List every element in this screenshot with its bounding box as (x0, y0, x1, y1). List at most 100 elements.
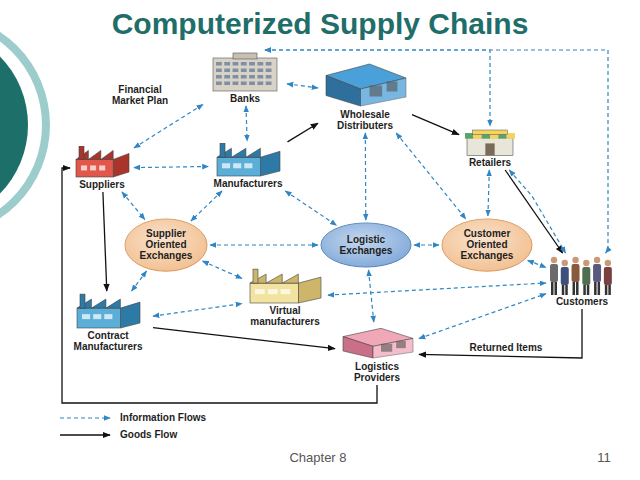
flow-label: Returned Items (469, 342, 544, 353)
icon-part (282, 274, 298, 283)
information-flow-arrow (488, 170, 489, 216)
icon-part (104, 314, 112, 319)
icon-part (241, 82, 247, 86)
ellipse-text: Logistic Exchanges (340, 234, 393, 256)
icon-part (582, 267, 590, 285)
information-flow-arrow (203, 261, 242, 278)
icon-part (241, 69, 247, 73)
icon-part (562, 260, 568, 266)
icon-part (562, 285, 565, 295)
icon-part (224, 82, 230, 86)
information-flow-arrow (246, 106, 247, 141)
icon-part (373, 338, 413, 358)
exchange-ellipse: Supplier Oriented Exchanges (124, 218, 208, 272)
ellipse-text: Customer Oriented Exchanges (461, 228, 514, 261)
node-label: Wholesale Distributers (328, 109, 402, 131)
node-label: Logistics Providers (342, 361, 412, 383)
icon-part (583, 260, 589, 266)
information-flow-arrow (414, 244, 439, 245)
supply-chain-node: Banks (205, 52, 285, 104)
icon-part (465, 133, 473, 139)
ellipse-shape (442, 219, 532, 271)
icon-part (224, 69, 230, 73)
icon-part (79, 146, 84, 159)
icon-part (249, 62, 255, 66)
legend-row: Goods Flow (58, 428, 278, 442)
information-flow-arrow (419, 294, 546, 339)
icon-part (551, 257, 557, 263)
icon-part (572, 257, 578, 263)
icon-part (605, 285, 608, 295)
icon-part (326, 76, 361, 107)
node-label: Customers (556, 296, 608, 307)
icon-part (90, 165, 96, 170)
slide-title: Computerized Supply Chains (0, 6, 640, 42)
legend-text: Goods Flow (120, 429, 177, 440)
node-icon (337, 324, 417, 360)
icon-part (250, 283, 298, 303)
icon-part (266, 69, 272, 73)
icon-part (370, 86, 383, 97)
legend-sample (58, 428, 116, 442)
icon-part (76, 159, 113, 177)
node-label: Manufacturers (214, 178, 283, 189)
icon-part (106, 299, 120, 308)
icon-part (604, 267, 612, 285)
icon-part (101, 150, 113, 159)
icon-part (82, 314, 90, 319)
icon-part (249, 69, 255, 73)
node-icon (73, 293, 143, 329)
goods-flow-arrow (62, 168, 377, 403)
icon-part (233, 53, 257, 59)
node-icon (246, 268, 324, 304)
information-flow-arrow (365, 133, 367, 220)
information-flow-arrow (396, 133, 466, 219)
icon-part (231, 148, 245, 157)
goods-flow-arrow (412, 115, 459, 135)
goods-flow-arrow (103, 192, 107, 291)
information-flow-arrow (191, 191, 222, 221)
icon-part (268, 289, 278, 294)
ellipse-shape (442, 219, 532, 271)
icon-part (565, 285, 568, 295)
icon-part (266, 82, 272, 86)
icon-part (233, 69, 239, 73)
node-icon (213, 143, 283, 177)
supply-chain-node: Suppliers (72, 146, 132, 190)
icon-part (81, 165, 87, 170)
icon-part (224, 75, 230, 79)
icon-part (249, 82, 255, 86)
icon-part (233, 163, 241, 168)
information-flow-arrow (369, 270, 374, 322)
legend-text: Information Flows (120, 412, 206, 423)
icon-part (608, 285, 611, 295)
exchange-ellipse: Logistic Exchanges (320, 222, 412, 268)
ellipse-shape (321, 223, 411, 267)
icon-part (233, 75, 239, 79)
icon-part (473, 130, 508, 134)
icon-part (343, 337, 373, 358)
node-label: Virtual manufacturers (247, 305, 323, 327)
icon-part (605, 260, 611, 266)
icon-part (507, 133, 515, 139)
node-label: Logistic Exchanges (340, 234, 393, 256)
ellipse-shape (125, 219, 207, 271)
icon-part (253, 269, 258, 283)
spacer (300, 470, 620, 471)
icon-part (257, 82, 263, 86)
ellipse-text: Supplier Oriented Exchanges (140, 228, 193, 261)
icon-part (361, 78, 407, 106)
information-flow-arrow (134, 167, 209, 168)
supply-chain-node: Customers (548, 255, 616, 307)
legend-row: Information Flows (58, 411, 278, 425)
supply-chain-node: Manufacturers (211, 143, 286, 189)
icon-part (241, 62, 247, 66)
icon-part (555, 282, 558, 295)
icon-part (224, 62, 230, 66)
node-icon (548, 255, 616, 295)
footer-chapter: Chapter 8 (289, 450, 346, 465)
legend-dashed-line (60, 417, 110, 418)
goods-flow-arrow (419, 309, 582, 358)
page-number: 11 (597, 450, 611, 465)
